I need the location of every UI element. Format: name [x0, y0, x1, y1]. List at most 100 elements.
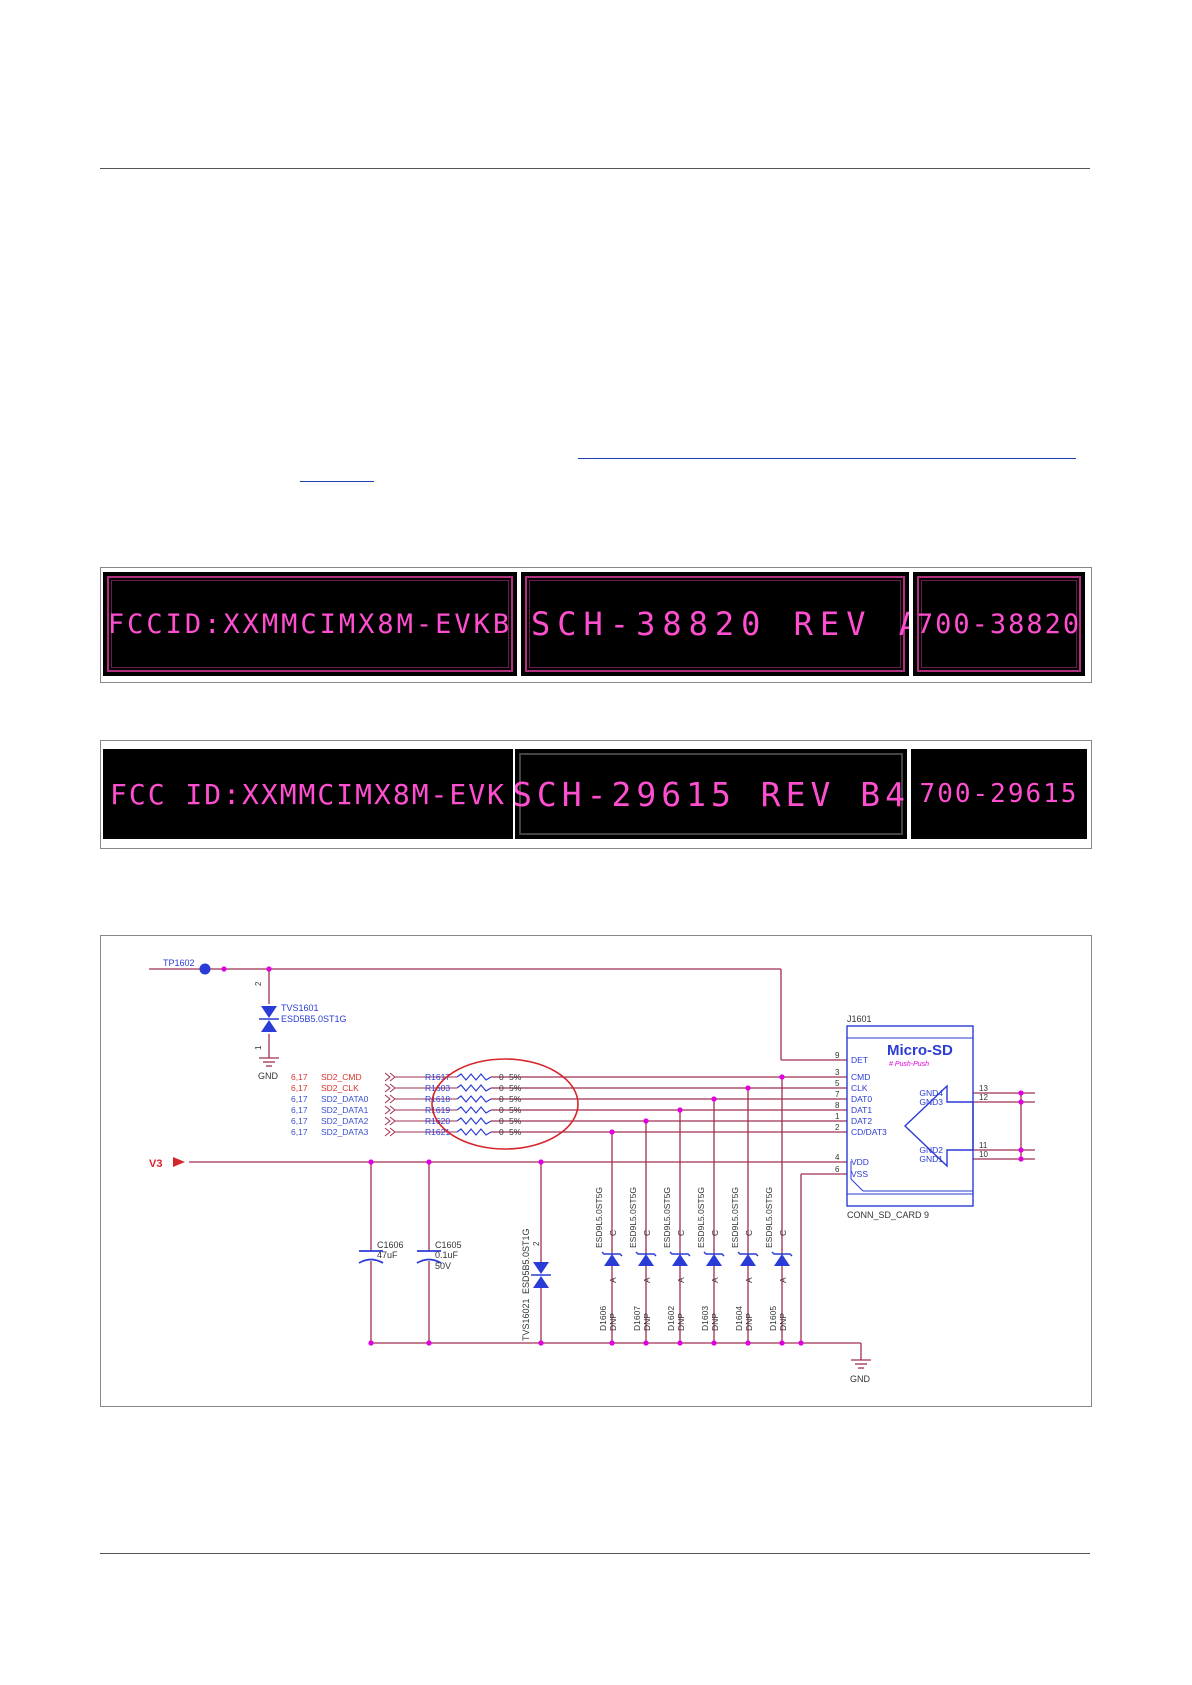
part-number-text: 700-38820 [916, 608, 1082, 640]
arrow-right-icon [173, 1157, 185, 1167]
connector-pin-number: 9 [835, 1051, 840, 1060]
connector-pin-number: 8 [835, 1101, 840, 1110]
v3-rail-label: V3 [149, 1158, 162, 1170]
connector-pin-name: VDD [851, 1157, 869, 1167]
ground-icon [851, 1359, 871, 1369]
tvs1-pin-bot: 1 [254, 1045, 263, 1050]
hyperlink-underline[interactable] [578, 458, 1076, 459]
diode-part: ESD9L5.0ST5G [628, 1187, 638, 1248]
diode-part: ESD9L5.0ST5G [730, 1187, 740, 1248]
connector-pin-name: DAT0 [851, 1094, 872, 1104]
resistor-ref: R1603 [425, 1083, 450, 1093]
resistor-tolerance: 5% [509, 1083, 522, 1093]
net-page-ref: 6,17 [291, 1094, 308, 1104]
capacitor-icon [416, 1250, 442, 1264]
connector-pin-number: 10 [979, 1150, 988, 1159]
diode-pin-a: A [642, 1277, 652, 1283]
schematic-rev-block: SCH-29615 REV B4 [515, 749, 907, 839]
connector-pin-number: 6 [835, 1165, 840, 1174]
tvs2-part: ESD5B5.0ST1G [521, 1228, 531, 1294]
esd-diode-icon [601, 1251, 623, 1266]
net-name: SD2_DATA0 [321, 1094, 369, 1104]
connector-subtitle: # Push-Push [889, 1061, 929, 1068]
diode-pin-a: A [710, 1277, 720, 1283]
diode-pin-c: C [778, 1230, 788, 1236]
tvs1-pin-top: 2 [254, 981, 263, 986]
diode-ref: D1603 [700, 1306, 710, 1331]
diode-dnp: DNP [710, 1313, 720, 1331]
fcc-id-text: FCCID:XXMMCIMX8M-EVKB [107, 608, 513, 640]
diode-pin-c: C [710, 1230, 720, 1236]
hyperlink-underline[interactable] [300, 481, 374, 482]
connector-pin-name: DET [851, 1055, 868, 1065]
connector-pin-name: CMD [851, 1072, 870, 1082]
connector-pin-number: 13 [979, 1084, 988, 1093]
resistor-ref: R1617 [425, 1072, 450, 1082]
diode-part: ESD9L5.0ST5G [696, 1187, 706, 1248]
gnd-label: GND [258, 1071, 279, 1081]
tp-label: TP1602 [163, 958, 195, 968]
tvs1-part: ESD5B5.0ST1G [281, 1014, 347, 1024]
part-number-block: 700-29615 [911, 749, 1087, 839]
connector-pin-name: DAT1 [851, 1105, 872, 1115]
diode-dnp: DNP [608, 1313, 618, 1331]
resistor-tolerance: 5% [509, 1072, 522, 1082]
net-page-ref: 6,17 [291, 1116, 308, 1126]
part-number-block: 700-38820 [913, 572, 1085, 676]
resistor-value: 0 [499, 1094, 504, 1104]
net-name: SD2_DATA1 [321, 1105, 369, 1115]
connector-pin-name: VSS [851, 1169, 868, 1179]
diode-dnp: DNP [676, 1313, 686, 1331]
schematic-rev-block: SCH-38820 REV A [521, 572, 909, 676]
connector-pin-number: 2 [835, 1123, 840, 1132]
net-page-ref: 6,17 [291, 1072, 308, 1082]
connector-pin-number: 11 [979, 1141, 988, 1150]
connector-pin-name: GND2 [919, 1145, 943, 1155]
net-name: SD2_CMD [321, 1072, 362, 1082]
diode-ref: D1602 [666, 1306, 676, 1331]
resistor-tolerance: 5% [509, 1127, 522, 1137]
connector-title: Micro-SD [887, 1042, 953, 1059]
connector-pin-number: 4 [835, 1153, 840, 1162]
cap1-val: 47uF [377, 1250, 398, 1260]
offpage-chevron-icon [384, 1083, 457, 1093]
diode-ref: D1607 [632, 1306, 642, 1331]
part-number-text: 700-29615 [919, 779, 1079, 809]
footer-rule [100, 1553, 1090, 1554]
fcc-id-block: FCCID:XXMMCIMX8M-EVKB [103, 572, 517, 676]
schematic-rev-text: SCH-29615 REV B4 [515, 774, 907, 814]
connector-pin-number: 3 [835, 1068, 840, 1077]
pcb-label-image-new: FCC ID:XXMMCIMX8M-EVK SCH-29615 REV B4 7… [100, 740, 1092, 849]
esd-diode-icon [703, 1251, 725, 1266]
diode-ref: D1605 [768, 1306, 778, 1331]
highlight-ellipse [431, 1058, 579, 1150]
diode-pin-a: A [676, 1277, 686, 1283]
resistor-ref: R1621 [425, 1127, 450, 1137]
insert-arrow-icon [903, 1084, 974, 1168]
tvs2-ref: TVS16021 [521, 1298, 531, 1341]
resistor-icon [456, 1084, 492, 1092]
net-page-ref: 6,17 [291, 1105, 308, 1115]
diode-ref: D1604 [734, 1306, 744, 1331]
connector-part: CONN_SD_CARD 9 [847, 1210, 929, 1220]
connector-pin-number: 12 [979, 1093, 988, 1102]
diode-ref: D1606 [598, 1306, 608, 1331]
resistor-value: 0 [499, 1105, 504, 1115]
diode-pin-a: A [744, 1277, 754, 1283]
esd-diode-icon [635, 1251, 657, 1266]
offpage-chevron-icon [384, 1116, 457, 1126]
diode-dnp: DNP [744, 1313, 754, 1331]
tvs1-ref: TVS1601 [281, 1003, 319, 1013]
resistor-value: 0 [499, 1127, 504, 1137]
resistor-icon [456, 1095, 492, 1103]
diode-pin-c: C [642, 1230, 652, 1236]
diode-dnp: DNP [778, 1313, 788, 1331]
header-rule [100, 168, 1090, 169]
net-page-ref: 6,17 [291, 1127, 308, 1137]
connector-pin-name: DAT2 [851, 1116, 872, 1126]
fcc-id-text: FCC ID:XXMMCIMX8M-EVK [109, 777, 506, 811]
cap1-ref: C1606 [377, 1240, 404, 1250]
resistor-value: 0 [499, 1116, 504, 1126]
resistor-tolerance: 5% [509, 1105, 522, 1115]
capacitor-icon [358, 1250, 384, 1264]
